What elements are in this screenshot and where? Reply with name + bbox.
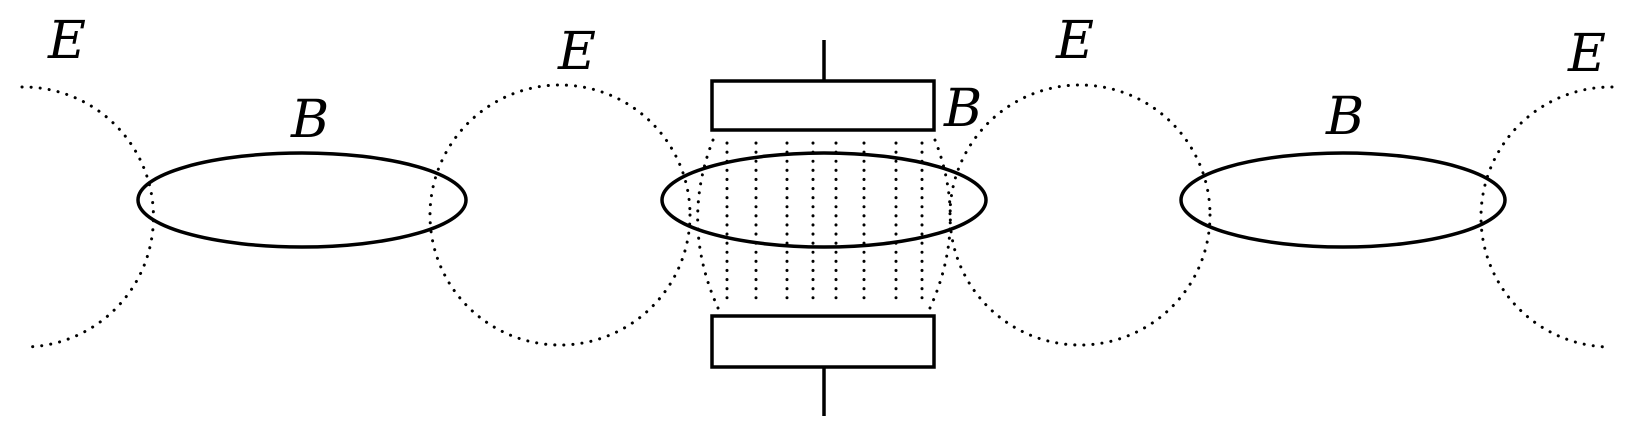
- label-b-2: B: [943, 79, 982, 139]
- b-field-loop-left: [136, 151, 468, 249]
- e-field-loop-mid-right: [948, 83, 1212, 347]
- e-field-arc-left: [20, 85, 155, 349]
- label-e-3: E: [1055, 11, 1094, 71]
- label-e-4: E: [1567, 24, 1606, 84]
- label-b-3: B: [1325, 87, 1364, 147]
- capacitor: [710, 40, 936, 416]
- b-field-loop-right: [1179, 151, 1507, 249]
- capacitor-bottom-plate: [710, 314, 936, 369]
- label-b-1: B: [290, 90, 329, 150]
- b-field-loop-center: [660, 151, 988, 249]
- capacitor-field-lines: [696, 138, 952, 310]
- label-e-1: E: [47, 11, 86, 71]
- e-field-arc-right: [1479, 85, 1614, 349]
- e-field-loop-mid-left: [428, 83, 692, 347]
- label-e-2: E: [557, 22, 596, 82]
- capacitor-top-plate: [710, 79, 936, 132]
